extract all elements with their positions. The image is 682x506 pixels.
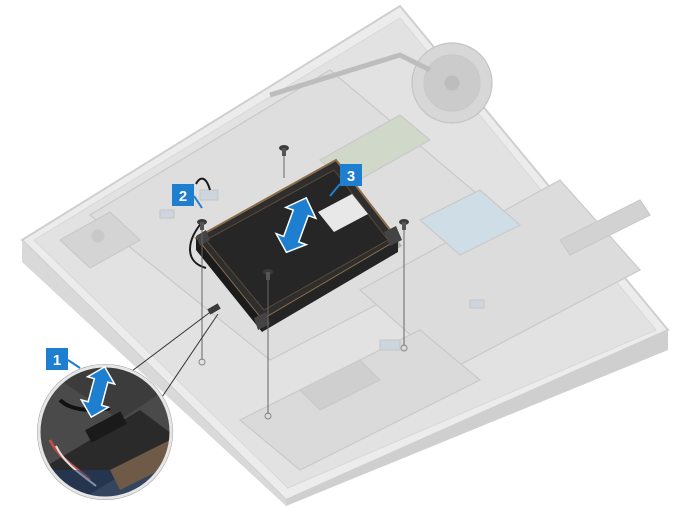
svg-text:1: 1: [53, 352, 61, 369]
callout-1: 1: [46, 348, 68, 370]
callout-2: 2: [172, 184, 194, 206]
zoom-leader-lines: [119, 309, 219, 401]
screw-icon: [399, 219, 409, 352]
svg-text:3: 3: [347, 168, 355, 185]
callout-2-pointer: [193, 195, 203, 209]
screw-icon: [279, 145, 289, 178]
hard-drive-cable: [189, 177, 211, 269]
svg-text:2: 2: [179, 188, 187, 205]
arrow-up-icon: [274, 196, 318, 254]
callout-3-pointer: [329, 183, 341, 197]
arrow-up-icon: [79, 365, 117, 419]
hard-drive-connector: [207, 303, 221, 315]
callout-3: 3: [340, 164, 362, 186]
screw-icon: [263, 269, 273, 420]
callout-1-pointer: [67, 359, 81, 369]
